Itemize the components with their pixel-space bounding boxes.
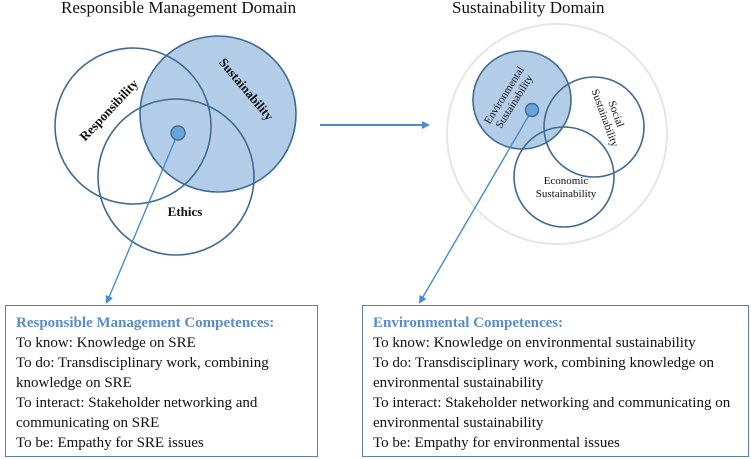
left-pointer-line: [105, 132, 179, 304]
right-venn: Environmental Sustainability Social Sust…: [418, 23, 668, 304]
social-circle: [543, 76, 645, 178]
right-focus-dot: [524, 102, 540, 118]
economic-label-line2: Sustainability: [536, 188, 597, 200]
left-box-heading: Responsible Management Competences:: [16, 315, 275, 331]
left-box-do: To do: Transdisciplinary work, combining…: [16, 355, 269, 391]
right-box-do: To do: Transdisciplinary work, combining…: [373, 355, 715, 391]
economic-circle: [513, 126, 615, 228]
economic-label-line1: Economic: [544, 175, 589, 187]
right-box-be: To be: Empathy for environmental issues: [373, 435, 620, 451]
ethics-label: Ethics: [168, 204, 203, 219]
sustainability-circle: [139, 35, 297, 193]
environmental-competences-box: Environmental Competences: To know: Know…: [362, 305, 749, 457]
social-label: Social Sustainability: [589, 88, 627, 149]
right-box-know: To know: Knowledge on environmental sust…: [373, 335, 696, 351]
left-box-be: To be: Empathy for SRE issues: [16, 435, 204, 451]
outer-ring: [446, 23, 668, 245]
right-box-heading: Environmental Competences:: [373, 315, 564, 331]
right-box-interact: To interact: Stakeholder networking and …: [373, 395, 731, 431]
right-pointer-line: [418, 109, 533, 304]
responsibility-label: Responsibility: [76, 76, 141, 144]
ethics-circle: [97, 98, 255, 256]
left-domain-title: Responsible Management Domain: [61, 0, 297, 17]
left-focus-dot: [170, 125, 186, 141]
left-box-interact: To interact: Stakeholder networking and …: [16, 395, 258, 431]
responsible-management-competences-box: Responsible Management Competences: To k…: [5, 305, 318, 457]
left-box-know: To know: Knowledge on SRE: [16, 335, 196, 351]
left-venn: Responsibility Sustainability Ethics: [54, 35, 297, 304]
right-domain-title: Sustainability Domain: [452, 0, 605, 17]
responsibility-circle: [54, 47, 212, 205]
